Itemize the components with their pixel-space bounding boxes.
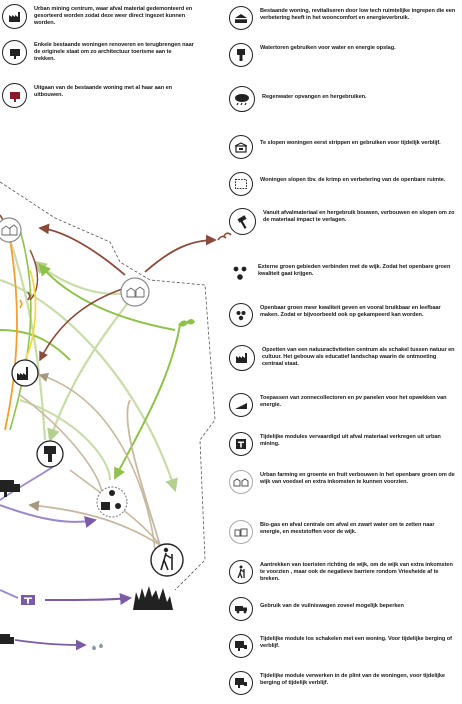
legend-right-4: Te slopen woningen eerst strippen en geb… bbox=[229, 135, 461, 159]
legend-right-2: Watertoren gebruiken voor water en energ… bbox=[229, 43, 461, 67]
legend-right-14: Aantrekken van toeristen richting de wij… bbox=[229, 560, 461, 584]
flow-line bbox=[47, 299, 131, 443]
flow-line bbox=[144, 234, 217, 273]
legend-right-15: Gebruik van de vuilniswagen zoveel mogel… bbox=[229, 597, 461, 621]
flow-line bbox=[4, 239, 18, 431]
legend-right-text: Watertoren gebruiken voor water en energ… bbox=[260, 45, 396, 51]
node-hiker bbox=[150, 543, 184, 577]
legend-right-text: Gebruik van de vuilniswagen zoveel mogel… bbox=[260, 603, 404, 609]
node-temporary-module bbox=[21, 595, 35, 605]
legend-right-text: Aantrekken van toeristen richting de wij… bbox=[260, 562, 453, 582]
hammer-icon bbox=[229, 208, 256, 235]
legend-right-16: Tijdelijke module los schakelen met een … bbox=[229, 634, 461, 658]
legend-left-1: Urban mining centrum, waar afval materia… bbox=[2, 4, 232, 29]
water-tower-icon bbox=[229, 43, 253, 67]
area-boundary bbox=[0, 181, 216, 591]
legend-right-text: Te slopen woningen eerst strippen en geb… bbox=[260, 140, 441, 146]
node-water-drops bbox=[92, 643, 103, 650]
garbage-truck-icon bbox=[229, 597, 253, 621]
flow-line bbox=[24, 269, 37, 361]
temporary-module-icon bbox=[229, 432, 253, 456]
legend-right-13: Bio-gas en afval centrale om afval en zw… bbox=[229, 520, 461, 544]
factory-icon bbox=[2, 4, 27, 29]
legend-left-text: Urban mining centrum, waar afval materia… bbox=[34, 6, 193, 26]
legend-right-text: Regenwater opvangen en hergebruiken. bbox=[262, 94, 367, 100]
rain-cloud-icon bbox=[229, 86, 255, 112]
legend-right-3: Regenwater opvangen en hergebruiken. bbox=[229, 86, 461, 112]
legend-right-text: Openbaar groen meer kwaliteit geven en v… bbox=[260, 305, 441, 318]
flow-line bbox=[29, 249, 39, 301]
legend-right-7: Externe groen gebieden verbinden met de … bbox=[229, 262, 461, 284]
flow-line bbox=[114, 324, 181, 480]
legend-right-text: Bio-gas en afval centrale om afval en zw… bbox=[260, 522, 435, 535]
node-truck-module bbox=[0, 480, 20, 497]
legend-left-text: Uitgaan van de bestaande woning met al h… bbox=[34, 85, 173, 98]
flow-line bbox=[0, 589, 19, 599]
solar-panel-icon bbox=[229, 393, 253, 417]
flow-line bbox=[126, 399, 161, 546]
house-insulation-icon bbox=[229, 6, 253, 30]
flow-line bbox=[28, 500, 161, 546]
flow-line bbox=[39, 287, 126, 362]
flow-line bbox=[38, 223, 126, 276]
legend-right-text: Opzetten van een natuuractiviteiten cent… bbox=[262, 347, 455, 367]
biogas-icon bbox=[229, 520, 253, 544]
flow-line bbox=[9, 229, 32, 431]
node-plant-sprouts bbox=[19, 232, 232, 327]
nature-center-icon bbox=[229, 345, 255, 371]
legend-right-10: Toepassen van zonnecollectoren en pv pan… bbox=[229, 393, 461, 417]
hiker-icon bbox=[229, 560, 253, 584]
legend-right-17: Tijdelijke module verwerken in de plint … bbox=[229, 671, 461, 695]
urban-farming-icon bbox=[229, 470, 253, 494]
node-urban-farming bbox=[120, 277, 150, 307]
legend-right-text: Vanuit afvalmateriaal en hergebruik bouw… bbox=[263, 210, 455, 223]
node-crowd bbox=[133, 586, 173, 610]
flow-line bbox=[19, 399, 111, 481]
flow-line bbox=[14, 639, 87, 651]
legend-right-text: Tijdelijke module verwerken in de plint … bbox=[260, 673, 445, 686]
legend-right-text: Externe groen gebieden verbinden met de … bbox=[258, 264, 451, 277]
building-module-icon bbox=[2, 40, 27, 65]
legend-right-text: Toepassen van zonnecollectoren en pv pan… bbox=[260, 395, 447, 408]
legend-left-text: Enkele bestaande woningen renoveren en t… bbox=[34, 42, 194, 62]
node-nature-center bbox=[11, 359, 39, 387]
legend-left-3: Uitgaan van de bestaande woning met al h… bbox=[2, 83, 232, 108]
legend-right-6: Vanuit afvalmateriaal en hergebruik bouw… bbox=[229, 208, 461, 235]
dashed-house-icon bbox=[229, 172, 253, 196]
flow-line bbox=[44, 593, 132, 605]
legend-right-text: Bestaande woning, revitaliseren door low… bbox=[260, 8, 456, 21]
legend-right-1: Bestaande woning, revitaliseren door low… bbox=[229, 6, 461, 30]
flow-line bbox=[38, 372, 156, 551]
flow-line bbox=[0, 329, 71, 361]
truck-module-icon bbox=[229, 634, 253, 658]
house-extension-icon bbox=[2, 83, 27, 108]
legend-right-11: Tijdelijke modules vervaardigd uit afval… bbox=[229, 432, 461, 456]
module-plant-icon bbox=[229, 671, 253, 695]
legend-right-12: Urban farming en groente en fruit verbou… bbox=[229, 470, 461, 494]
stripped-house-icon bbox=[229, 135, 253, 159]
node-biogas-modules bbox=[96, 486, 128, 518]
node-house-left-top bbox=[0, 217, 22, 243]
node-water-tower bbox=[36, 440, 64, 468]
legend-right-8: Openbaar groen meer kwaliteit geven en v… bbox=[229, 303, 461, 327]
legend-right-5: Woningen slopen tbv. de krimp en verbete… bbox=[229, 172, 461, 196]
node-garbage-truck bbox=[0, 634, 14, 644]
legend-right-text: Woningen slopen tbv. de krimp en verbete… bbox=[260, 177, 446, 183]
legend-right-text: Tijdelijke module los schakelen met een … bbox=[260, 636, 452, 649]
legend-right-9: Opzetten van een natuuractiviteiten cent… bbox=[229, 345, 461, 371]
trees-icon bbox=[229, 262, 251, 284]
flow-line bbox=[0, 278, 178, 493]
legend-left-2: Enkele bestaande woningen renoveren en t… bbox=[2, 40, 232, 65]
legend-right-text: Urban farming en groente en fruit verbou… bbox=[260, 472, 455, 485]
flow-line bbox=[38, 263, 176, 331]
tree-circle-icon bbox=[229, 303, 253, 327]
flow-line bbox=[0, 214, 4, 221]
flow-line bbox=[0, 504, 97, 528]
legend-right-text: Tijdelijke modules vervaardigd uit afval… bbox=[260, 434, 441, 447]
